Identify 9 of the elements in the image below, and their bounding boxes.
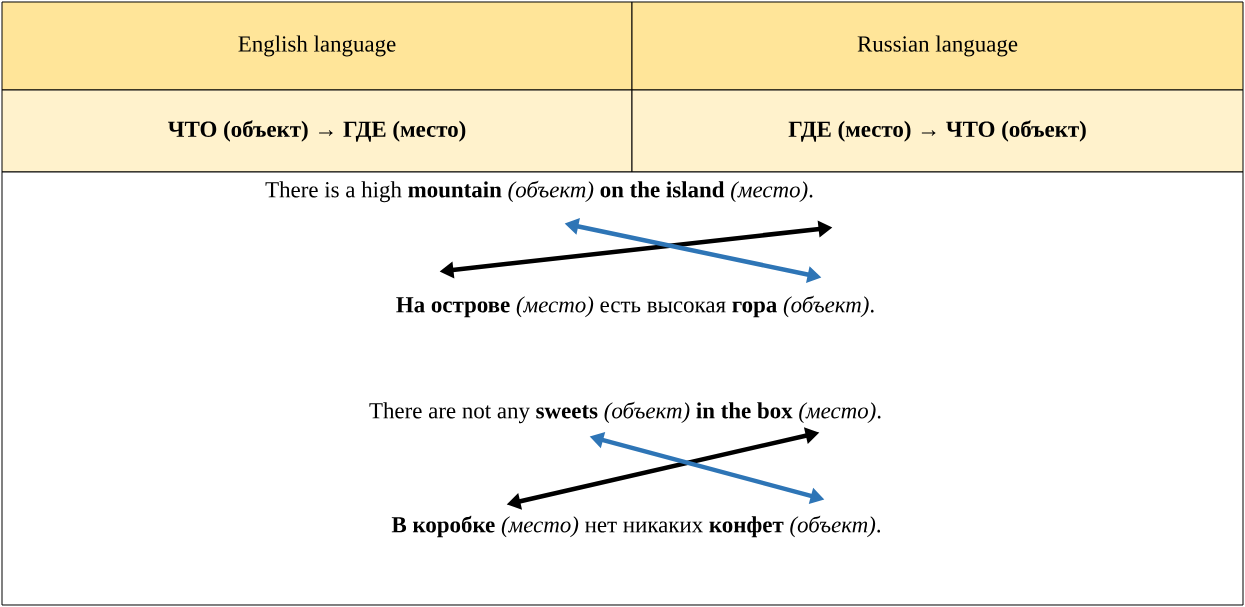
sentence: В коробке (место) нет никаких конфет (объект). (391, 515, 881, 538)
sentence: На острове (место) есть высокая гора (объект). (396, 295, 874, 318)
table-header-cell: ГДЕ (место) → ЧТО (объект) (631, 89, 1244, 173)
table-cell (1, 171, 1244, 606)
table-header-cell: English language (1, 1, 633, 91)
sentence: There are not any sweets (объект) in the box (место). (369, 401, 881, 424)
table-header-cell: Russian language (631, 1, 1244, 91)
table-header-cell: ЧТО (объект) → ГДЕ (место) (1, 89, 633, 173)
sentence: There is a high mountain (объект) on the island (место). (265, 180, 813, 203)
